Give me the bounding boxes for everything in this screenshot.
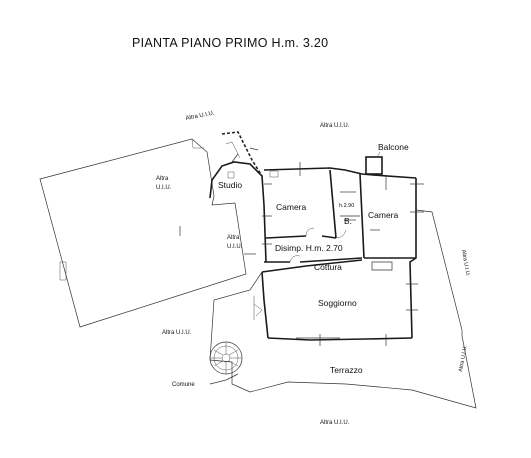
label-altra-left-1: Altra	[156, 176, 169, 182]
label-comune: Comune	[172, 382, 195, 388]
label-balcone: Balcone	[378, 142, 409, 152]
label-altra-stair: Altra U.I.U.	[162, 330, 192, 336]
interior-walls	[261, 169, 416, 273]
label-camera-right: Camera	[368, 210, 399, 220]
party-wall	[221, 131, 263, 177]
wall-tick-marks	[179, 147, 424, 346]
terrace-outline	[209, 209, 477, 409]
label-terrazzo: Terrazzo	[330, 365, 363, 375]
adjacent-unit-left	[39, 138, 247, 328]
label-bagno-height: h.2.90	[339, 203, 354, 209]
label-altra-center-2: U.I.U.	[227, 244, 243, 250]
label-altra-center-1: Altra	[227, 235, 240, 241]
label-disimpegno: Disimp. H.m. 2.70	[275, 243, 343, 253]
label-altra-right-bottom: Altra U.I.U.	[458, 344, 469, 372]
label-altra-left-2: U.I.U.	[156, 185, 172, 191]
label-soggiorno: Soggiorno	[318, 298, 357, 308]
label-altra-right: Altra U.I.U.	[460, 249, 471, 277]
apartment-walls	[261, 167, 417, 341]
label-cottura: Cottura	[314, 262, 342, 272]
label-altra-top-center: Altra U.I.U.	[320, 123, 350, 129]
spiral-stair	[209, 341, 243, 385]
label-altra-bottom: Altra U.I.U.	[320, 420, 350, 426]
labels: Altra U.I.U. Altra U.I.U. Altra U.I.U. A…	[156, 110, 471, 426]
balcony	[365, 151, 383, 175]
label-camera-left: Camera	[276, 202, 307, 212]
plan-title: PIANTA PIANO PRIMO H.m. 3.20	[132, 36, 328, 50]
label-studio: Studio	[218, 180, 242, 190]
studio-room	[209, 161, 279, 206]
label-altra-top-left: Altra U.I.U.	[185, 110, 215, 122]
label-bagno: B.	[344, 216, 352, 226]
